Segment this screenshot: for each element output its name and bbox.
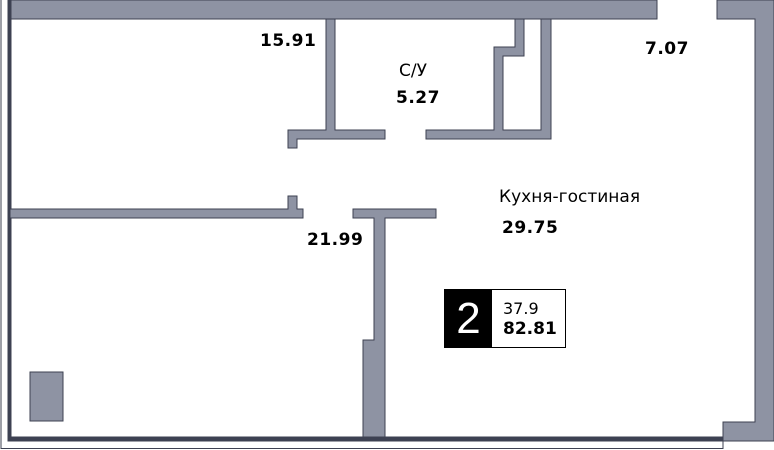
wall-bathroom-left — [287, 18, 386, 149]
wall-bottom — [7, 436, 724, 442]
column — [29, 371, 64, 422]
apartment-badge: 2 37.9 82.81 — [444, 289, 566, 348]
room-area-top-right: 7.07 — [645, 39, 689, 59]
wall-top — [9, 0, 658, 20]
room-name-kitchen-living: Кухня-гостиная — [499, 187, 641, 207]
room-area-kitchen-living: 29.75 — [502, 218, 559, 238]
wall-middle-left — [9, 195, 304, 219]
wall-right — [716, 0, 774, 442]
total-area: 82.81 — [503, 318, 557, 339]
room-area-top-left: 15.91 — [260, 31, 317, 51]
wall-shaft — [425, 18, 552, 140]
wall-left — [7, 0, 12, 442]
room-name-bathroom: С/У — [399, 61, 427, 81]
room-area-bottom-left: 21.99 — [307, 230, 364, 250]
room-area-bathroom: 5.27 — [396, 88, 440, 108]
wall-center-t — [352, 208, 437, 438]
living-area: 37.9 — [503, 298, 539, 318]
rooms-count: 2 — [445, 290, 492, 347]
